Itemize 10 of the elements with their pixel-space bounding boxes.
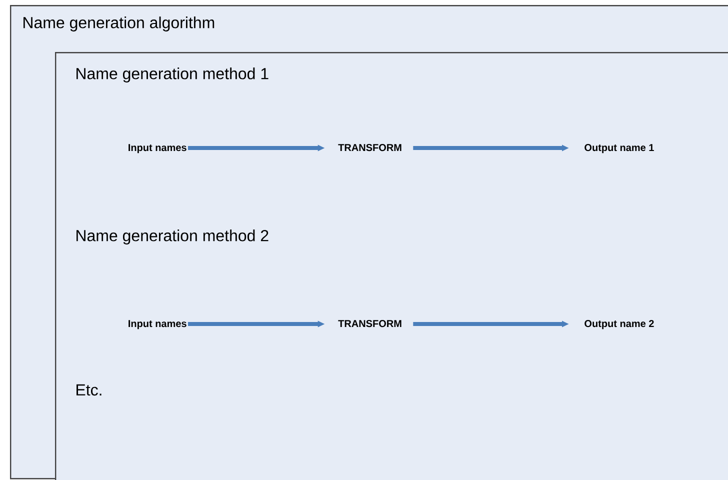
section-heading: Etc. (76, 384, 102, 396)
title: Name generation algorithm (24, 16, 214, 32)
section-heading: Name generation method 2 (76, 230, 268, 244)
flow-label: Output name 1 (584, 144, 654, 154)
flow-label: TRANSFORM (338, 144, 402, 152)
flow-label: Input names (128, 144, 186, 154)
flow-label: Output name 2 (584, 320, 654, 330)
flow-label: Input names (128, 320, 186, 330)
section-heading: Name generation method 1 (76, 68, 268, 82)
flow-label: TRANSFORM (338, 320, 402, 328)
